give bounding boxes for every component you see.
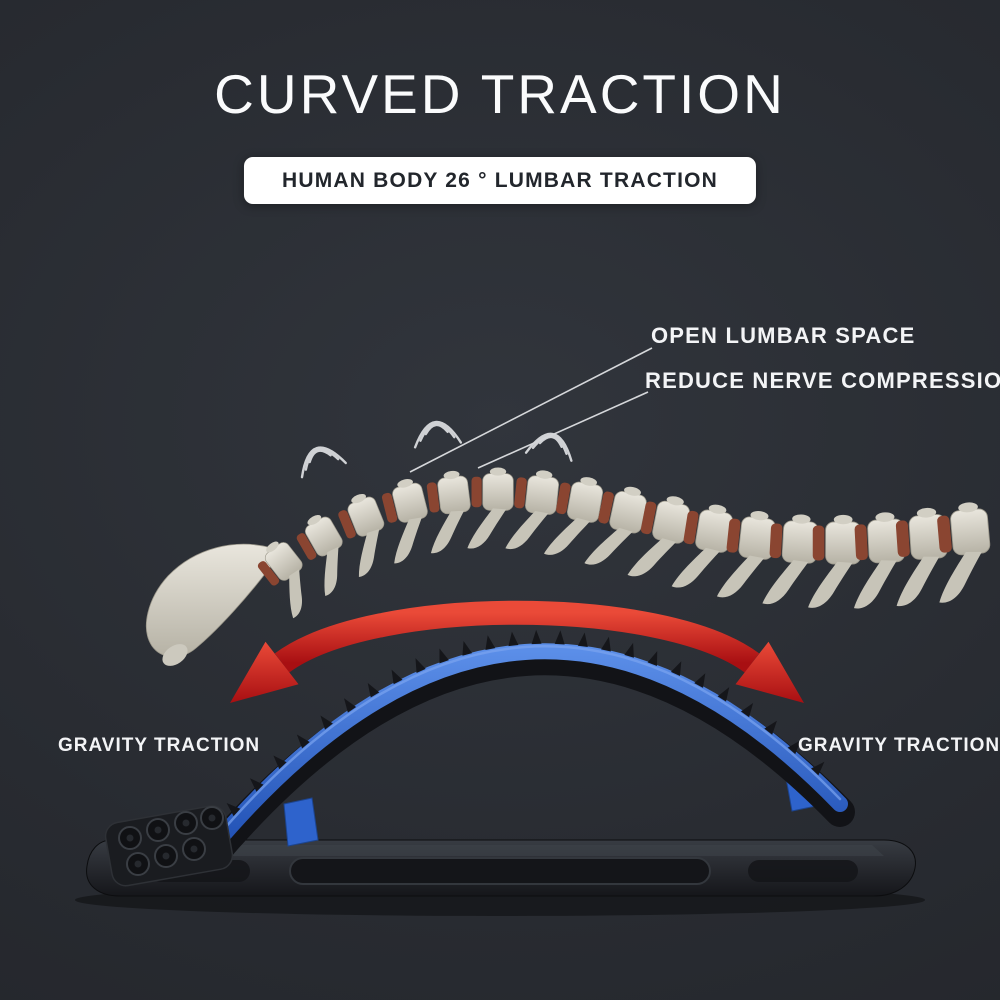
callout-open-lumbar-space: OPEN LUMBAR SPACE bbox=[651, 323, 916, 348]
sacrum-bone bbox=[145, 543, 276, 658]
gravity-traction-label-right: GRAVITY TRACTION bbox=[798, 735, 1000, 756]
gravity-traction-label-left: GRAVITY TRACTION bbox=[58, 735, 261, 756]
arrow-head-left-icon bbox=[230, 641, 299, 703]
spine-illustration bbox=[145, 466, 996, 666]
arch-blue-band bbox=[204, 643, 848, 856]
callout-reduce-nerve-compression: REDUCE NERVE COMPRESSION bbox=[645, 368, 1000, 393]
adjustment-knob-cluster bbox=[104, 805, 234, 887]
subtitle-text: HUMAN BODY 26 ° LUMBAR TRACTION bbox=[281, 168, 719, 192]
subtitle-banner: HUMAN BODY 26 ° LUMBAR TRACTION bbox=[243, 157, 757, 204]
device-base-channel bbox=[289, 857, 711, 885]
device-base-top-highlight bbox=[112, 845, 884, 856]
gravity-arrow-arc bbox=[230, 600, 804, 703]
traction-device bbox=[75, 629, 925, 916]
page-title: CURVED TRACTION bbox=[214, 63, 786, 125]
vibration-waves-icon bbox=[300, 420, 573, 479]
arch-massage-spikes bbox=[226, 629, 825, 817]
callout-leader-lines bbox=[409, 347, 653, 473]
arch-blue-highlight bbox=[210, 645, 842, 845]
device-base-slot-right bbox=[748, 860, 858, 882]
arch-support-left bbox=[283, 797, 319, 847]
coccyx-bone bbox=[162, 644, 188, 666]
arrow-head-right-icon bbox=[735, 641, 804, 703]
